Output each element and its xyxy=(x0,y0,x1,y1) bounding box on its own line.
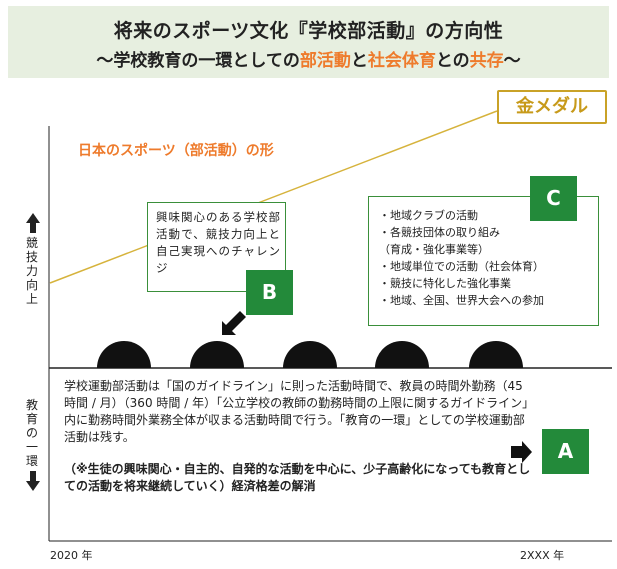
y-axis-label-down: 教育の一環 xyxy=(25,398,38,468)
page-subtitle: 〜学校教育の一環としての部活動と社会体育との共存〜 xyxy=(8,46,609,71)
y-axis-label-up: 競技力向上 xyxy=(25,236,38,306)
header-banner: 将来のスポーツ文化『学校部活動』の方向性 〜学校教育の一環としての部活動と社会体… xyxy=(8,6,609,78)
box-a-text: 学校運動部活動は「国のガイドライン」に則った活動時間で、教員の時間外勤務（45 … xyxy=(64,379,529,444)
subtitle-highlight-coexist: 共存 xyxy=(469,51,504,71)
subtitle-part: との xyxy=(435,51,470,71)
box-c-list: ・地域クラブの活動 ・各競技団体の取り組み （育成・強化事業等） ・地域単位での… xyxy=(379,207,594,309)
gold-medal-label: 金メダル xyxy=(497,90,607,124)
pointer-arrow-icon xyxy=(222,311,246,335)
subtitle-highlight-club: 部活動 xyxy=(299,51,351,71)
box-b-text: 興味関心のある学校部活動で、競技力向上と自己実現へのチャレンジ xyxy=(156,210,280,275)
list-item: ・競技に特化した強化事業 xyxy=(379,277,511,290)
badge-c: C xyxy=(530,176,577,221)
down-arrow-icon xyxy=(26,471,40,491)
dome xyxy=(469,341,523,368)
badge-a: A xyxy=(542,429,589,474)
box-b: 興味関心のある学校部活動で、競技力向上と自己実現へのチャレンジ xyxy=(147,202,286,292)
right-arrow-icon xyxy=(511,441,532,463)
list-item: （育成・強化事業等） xyxy=(379,243,489,256)
badge-b: B xyxy=(246,270,293,315)
trend-line xyxy=(49,110,498,284)
subtitle-part: と xyxy=(350,51,368,71)
list-item: ・地域、全国、世界大会への参加 xyxy=(379,294,544,307)
box-a-note: （※生徒の興味関心・自主的、自発的な活動を中心に、少子高齢化になっても教育として… xyxy=(64,462,531,493)
dome xyxy=(97,341,151,368)
list-item: ・地域単位での活動（社会体育） xyxy=(379,260,544,273)
x-axis-start-label: 2020 年 xyxy=(50,549,93,562)
subtitle-part: 〜学校教育の一環としての xyxy=(96,51,300,71)
list-item: ・地域クラブの活動 xyxy=(379,209,478,222)
list-item: ・各競技団体の取り組み xyxy=(379,226,500,239)
dome xyxy=(283,341,337,368)
page-title: 将来のスポーツ文化『学校部活動』の方向性 xyxy=(113,20,504,42)
up-arrow-icon xyxy=(26,213,40,233)
subtitle-part: 〜 xyxy=(503,51,521,71)
subtitle-highlight-social: 社会体育 xyxy=(367,51,436,71)
sports-form-label: 日本のスポーツ（部活動）の形 xyxy=(78,143,274,159)
dome xyxy=(190,341,244,368)
dome xyxy=(375,341,429,368)
x-axis-end-label: 2XXX 年 xyxy=(520,549,565,562)
